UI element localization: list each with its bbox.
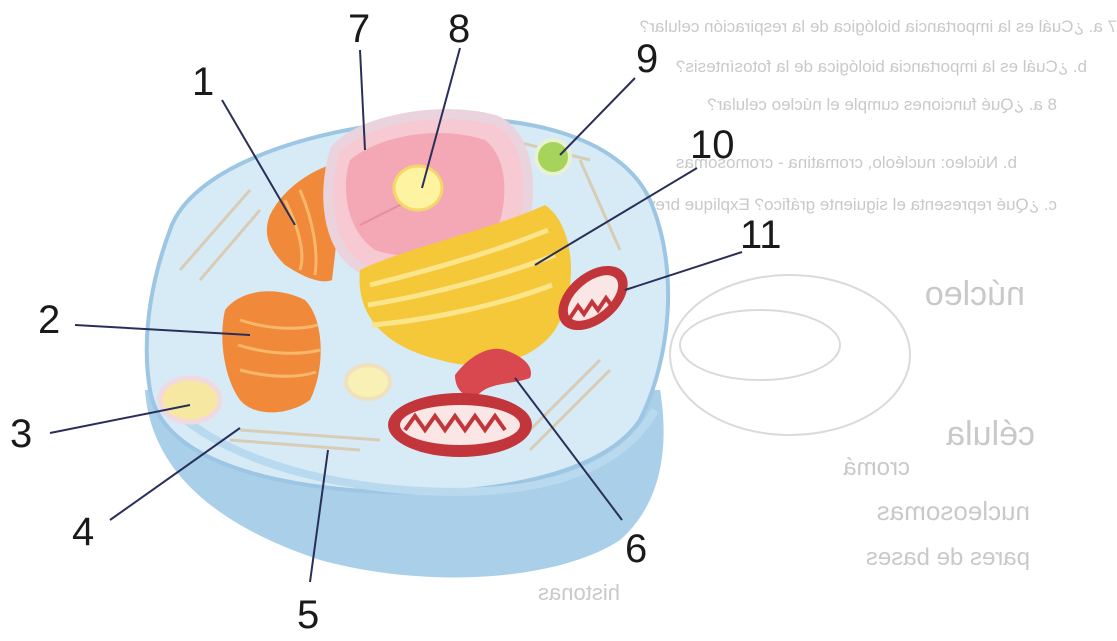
label-3: 3: [10, 412, 32, 456]
label-10: 10: [690, 123, 735, 167]
label-4: 4: [72, 510, 94, 554]
label-9: 9: [636, 37, 658, 81]
ghost-line-2: b. ¿Cuál es la importancia biológica de …: [676, 57, 1087, 76]
cell-body: [145, 114, 668, 577]
ghost-line-3: 8 a. ¿Qué funciones cumple el núcleo cel…: [707, 95, 1057, 114]
ghost-word-nucleo: núcleo: [925, 275, 1025, 313]
ghost-word-nucleosomas: nucleosomas: [877, 496, 1030, 526]
ghost-line-5: c. ¿Qué representa el siguiente gráfico?…: [590, 195, 1057, 214]
ghost-word-croma: cromá: [843, 454, 910, 481]
vesicle-small: [346, 365, 390, 399]
mitochondrion-lower: [388, 393, 532, 457]
label-8: 8: [448, 7, 470, 51]
leader-9: [560, 78, 635, 155]
ghost-word-histonas: histonas: [538, 580, 620, 605]
ghost-line-1: 7 a. ¿Cuál es la importancia biológica d…: [640, 17, 1117, 36]
ghost-cell-sketch: [670, 275, 910, 435]
label-2: 2: [38, 298, 60, 342]
label-1: 1: [192, 60, 214, 104]
nucleolus: [394, 166, 442, 210]
label-6: 6: [625, 527, 647, 571]
label-11: 11: [740, 213, 782, 257]
label-7: 7: [348, 7, 370, 51]
rough-er-2: [222, 291, 320, 412]
vesicle-3: [160, 378, 220, 422]
ghost-nucleus-sketch: [680, 310, 840, 380]
ghost-word-pares: pares de bases: [866, 544, 1030, 571]
vacuole-9: [536, 140, 570, 174]
ghost-word-celula: célula: [946, 415, 1035, 453]
label-5: 5: [297, 593, 319, 637]
